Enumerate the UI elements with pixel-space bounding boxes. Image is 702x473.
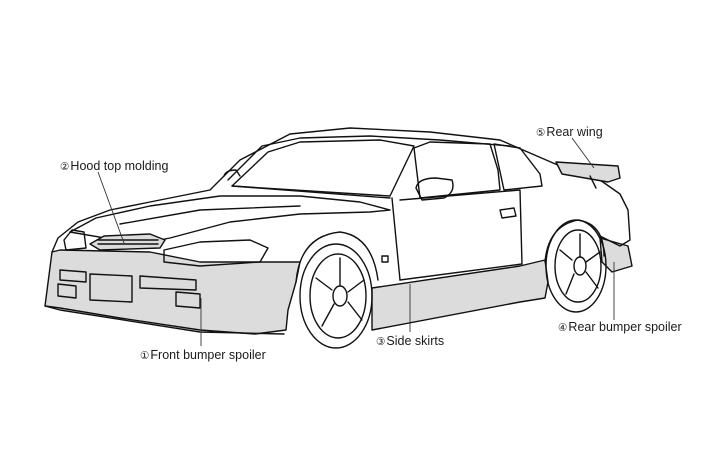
door-line xyxy=(399,189,523,281)
hood xyxy=(69,195,391,245)
fog-right xyxy=(139,275,197,291)
roof-line xyxy=(227,135,511,181)
label-number: ④ xyxy=(558,322,568,334)
fog-left xyxy=(59,269,87,283)
label-side-skirts: ③Side skirts xyxy=(376,334,444,349)
rear-rim xyxy=(554,229,602,303)
hood-crease xyxy=(119,205,301,225)
rear-wing-stay xyxy=(589,175,597,189)
label-front-bumper-spoiler: ①Front bumper spoiler xyxy=(140,348,266,363)
front-hub xyxy=(332,285,348,307)
rear-hub xyxy=(573,256,587,276)
label-number: ② xyxy=(60,161,70,173)
rear-spokes xyxy=(559,233,601,295)
front-spokes xyxy=(315,257,365,327)
body-outline xyxy=(51,127,631,253)
label-number: ① xyxy=(140,350,150,362)
hood-molding-slats xyxy=(97,239,159,245)
a-pillar xyxy=(391,197,401,281)
rear-tire xyxy=(545,219,607,313)
label-text: Rear bumper spoiler xyxy=(568,320,682,334)
front-fender-arch xyxy=(295,231,379,283)
side-skirt-part xyxy=(371,259,549,331)
leader-rear-wing xyxy=(571,137,595,169)
label-hood-top-molding: ②Hood top molding xyxy=(60,159,168,174)
side-window xyxy=(413,141,501,199)
label-text: Hood top molding xyxy=(70,159,169,173)
label-text: Side skirts xyxy=(386,334,445,348)
windshield xyxy=(231,139,415,197)
front-rim xyxy=(309,253,367,339)
hood-top-molding-part xyxy=(89,233,166,251)
license-plate xyxy=(89,273,133,303)
label-text: Front bumper spoiler xyxy=(150,348,266,362)
front-lip xyxy=(44,305,285,335)
leader-hood xyxy=(97,171,125,244)
label-rear-wing: ⑤Rear wing xyxy=(536,125,603,140)
headlight-left xyxy=(63,229,87,251)
mirror xyxy=(415,177,454,201)
windshield-base xyxy=(231,185,391,199)
label-text: Rear wing xyxy=(546,125,603,139)
label-number: ③ xyxy=(376,336,386,348)
intake-right xyxy=(175,291,201,309)
intake-left xyxy=(57,283,77,299)
front-bumper-spoiler-part xyxy=(44,249,301,335)
rear-wing-part xyxy=(555,161,621,183)
headlight-right xyxy=(163,239,269,267)
front-tire xyxy=(299,243,373,349)
quarter-window xyxy=(493,143,543,191)
side-marker xyxy=(381,255,389,263)
door-handle xyxy=(499,207,517,219)
mirror-arm xyxy=(223,169,241,177)
label-rear-bumper-spoiler: ④Rear bumper spoiler xyxy=(558,320,682,335)
label-number: ⑤ xyxy=(536,127,546,139)
